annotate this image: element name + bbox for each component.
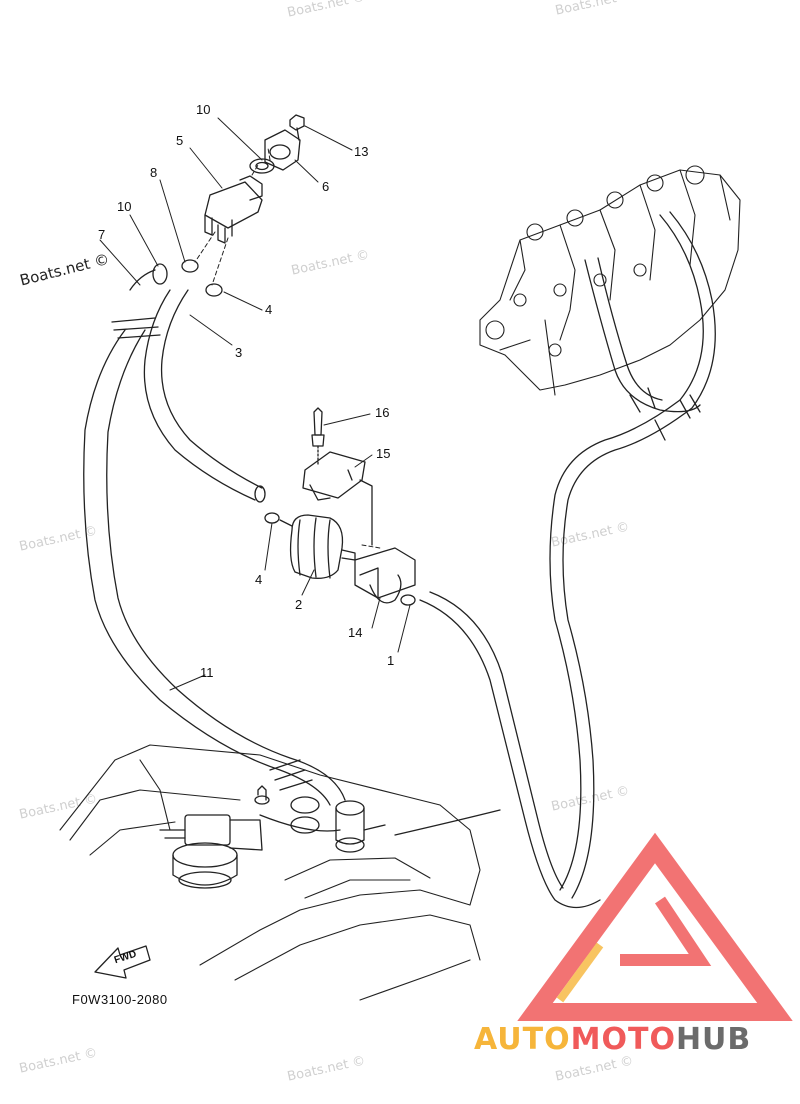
callout-11: 11 <box>200 665 214 680</box>
callout-16: 16 <box>375 405 390 420</box>
callout-6: 6 <box>322 179 330 194</box>
hose-1 <box>394 591 601 909</box>
clamp-7 <box>129 269 156 291</box>
callout-13: 13 <box>354 144 369 159</box>
seal-12 <box>249 158 275 174</box>
engine-fuel-hoses <box>549 211 716 899</box>
callout-4-top: 4 <box>265 302 273 317</box>
callout-3: 3 <box>235 345 243 360</box>
callout-10: 10 <box>117 199 132 214</box>
cap-6 <box>264 129 301 171</box>
brand-part-hub: HUB <box>675 1022 752 1057</box>
callout-15: 15 <box>376 446 391 461</box>
callout-2: 2 <box>295 597 303 612</box>
hose-3 <box>143 289 266 503</box>
bracket-15 <box>302 451 373 546</box>
hull-outline <box>59 744 481 1001</box>
callout-14: 14 <box>348 625 363 640</box>
brand-part-moto: MOTO <box>570 1022 676 1057</box>
bolt-16 <box>311 407 325 466</box>
hose-11 <box>83 317 346 806</box>
brand-wordmark: AUTOMOTOHUB <box>474 1022 751 1057</box>
figure-code: F0W3100-2080 <box>72 992 168 1007</box>
clamp-1 <box>400 594 416 606</box>
bracket-14 <box>354 547 416 604</box>
brand-part-auto: AUTO <box>474 1022 571 1057</box>
brand-logo-mark <box>517 832 793 1021</box>
fuel-pump-assembly <box>159 785 386 889</box>
fuel-sender-5 <box>204 175 263 244</box>
assembly-guides <box>194 147 381 549</box>
callout-8: 8 <box>150 165 158 180</box>
callout-5: 5 <box>176 133 184 148</box>
engine-block <box>479 165 741 396</box>
leader-lines <box>99 117 411 691</box>
callout-7: 7 <box>98 227 106 242</box>
callout-1: 1 <box>387 653 395 668</box>
clamp-8 <box>181 259 199 273</box>
clamp-4-mid <box>264 512 280 524</box>
fwd-arrow <box>94 945 151 979</box>
clamp-10 <box>152 263 168 285</box>
clamp-4-top <box>205 283 223 297</box>
fuel-filter <box>279 514 356 579</box>
bolt-13 <box>289 114 305 141</box>
callout-12: 10 <box>196 102 211 117</box>
callout-4-mid: 4 <box>255 572 263 587</box>
